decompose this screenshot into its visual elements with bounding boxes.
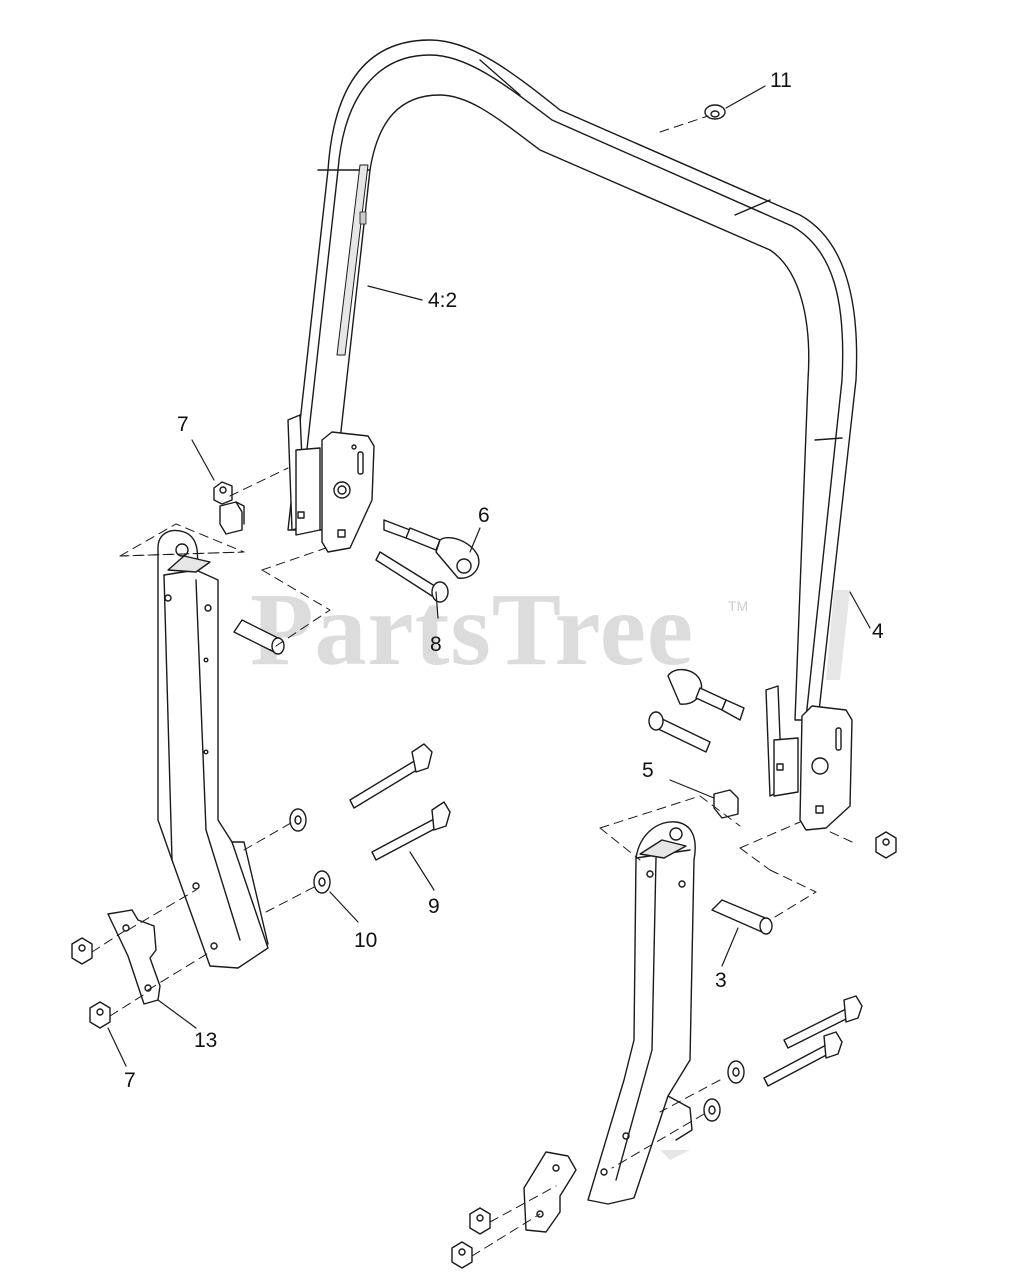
callout-4-2: 4:2 bbox=[428, 289, 458, 312]
callout-7-top: 7 bbox=[177, 413, 189, 436]
watermark-trademark: TM bbox=[728, 598, 749, 614]
leader-lines bbox=[107, 85, 871, 1067]
hardware-bolts bbox=[349, 743, 863, 1087]
right-lower-post bbox=[587, 821, 696, 1205]
right-bracket-plate bbox=[523, 1151, 577, 1233]
hardware-nuts bbox=[71, 104, 897, 1269]
watermark-text: PartsTree bbox=[250, 572, 695, 687]
hardware-washers bbox=[289, 808, 745, 1122]
callout-11: 11 bbox=[770, 69, 792, 92]
callout-13: 13 bbox=[194, 1029, 218, 1052]
callout-7-bottom: 7 bbox=[124, 1069, 136, 1092]
callout-5: 5 bbox=[642, 759, 654, 782]
callout-3: 3 bbox=[715, 969, 727, 992]
clips bbox=[219, 501, 739, 819]
hoop-right-mount-plate bbox=[765, 685, 853, 831]
callout-8: 8 bbox=[430, 633, 442, 656]
callout-10: 10 bbox=[354, 929, 378, 952]
callout-6: 6 bbox=[478, 504, 490, 527]
callout-9: 9 bbox=[428, 895, 440, 918]
left-lower-post bbox=[157, 529, 269, 969]
roll-bar-hoop bbox=[287, 39, 858, 721]
latch-knobs bbox=[383, 519, 745, 721]
callout-4: 4 bbox=[872, 620, 884, 643]
hoop-left-mount-plate bbox=[287, 414, 375, 553]
alignment-lines bbox=[91, 115, 853, 1257]
left-bracket-plate bbox=[107, 909, 161, 1005]
pins bbox=[375, 551, 711, 753]
spacer-tubes bbox=[233, 619, 773, 935]
